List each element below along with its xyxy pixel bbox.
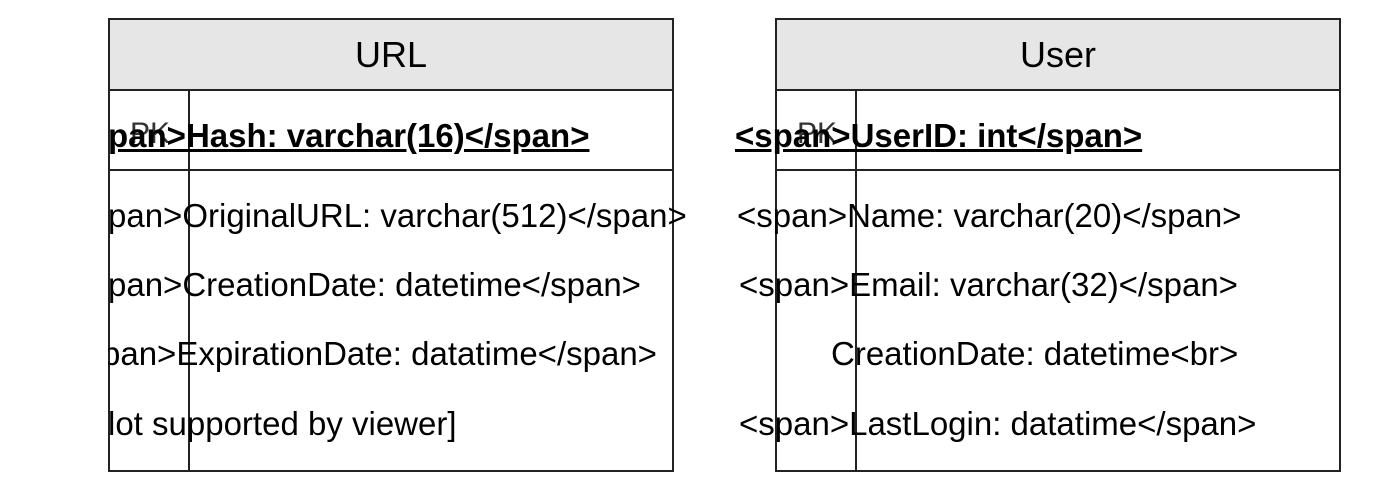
entity-user-pk-row: PK <box>777 91 1339 171</box>
entity-url-pk-row: PK <box>110 91 672 171</box>
entity-url-key-divider <box>188 91 190 470</box>
entity-user-attr-lastlogin: <span>LastLogin: datatime</span> <box>739 405 1257 442</box>
entity-url-pk-label: PK <box>129 117 171 150</box>
entity-user-attr-creationdate: CreationDate: datetime<br> <box>831 335 1239 372</box>
entity-user-pk-field: <span>UserID: int</span> <box>735 117 1143 154</box>
entity-url-title: URL <box>354 33 428 75</box>
entity-user-title: User <box>1019 33 1096 75</box>
entity-user-key-divider <box>855 91 857 470</box>
entity-user-attr-name: <span>Name: varchar(20)</span> <box>737 197 1242 234</box>
entity-url-header: URL <box>110 20 672 91</box>
entity-user-header: User <box>777 20 1339 91</box>
entity-user[interactable]: User PK <box>775 18 1341 472</box>
entity-url[interactable]: URL PK <box>108 18 674 472</box>
entity-user-pk-label: PK <box>796 117 838 150</box>
entity-user-attr-email: <span>Email: varchar(32)</span> <box>739 266 1238 303</box>
